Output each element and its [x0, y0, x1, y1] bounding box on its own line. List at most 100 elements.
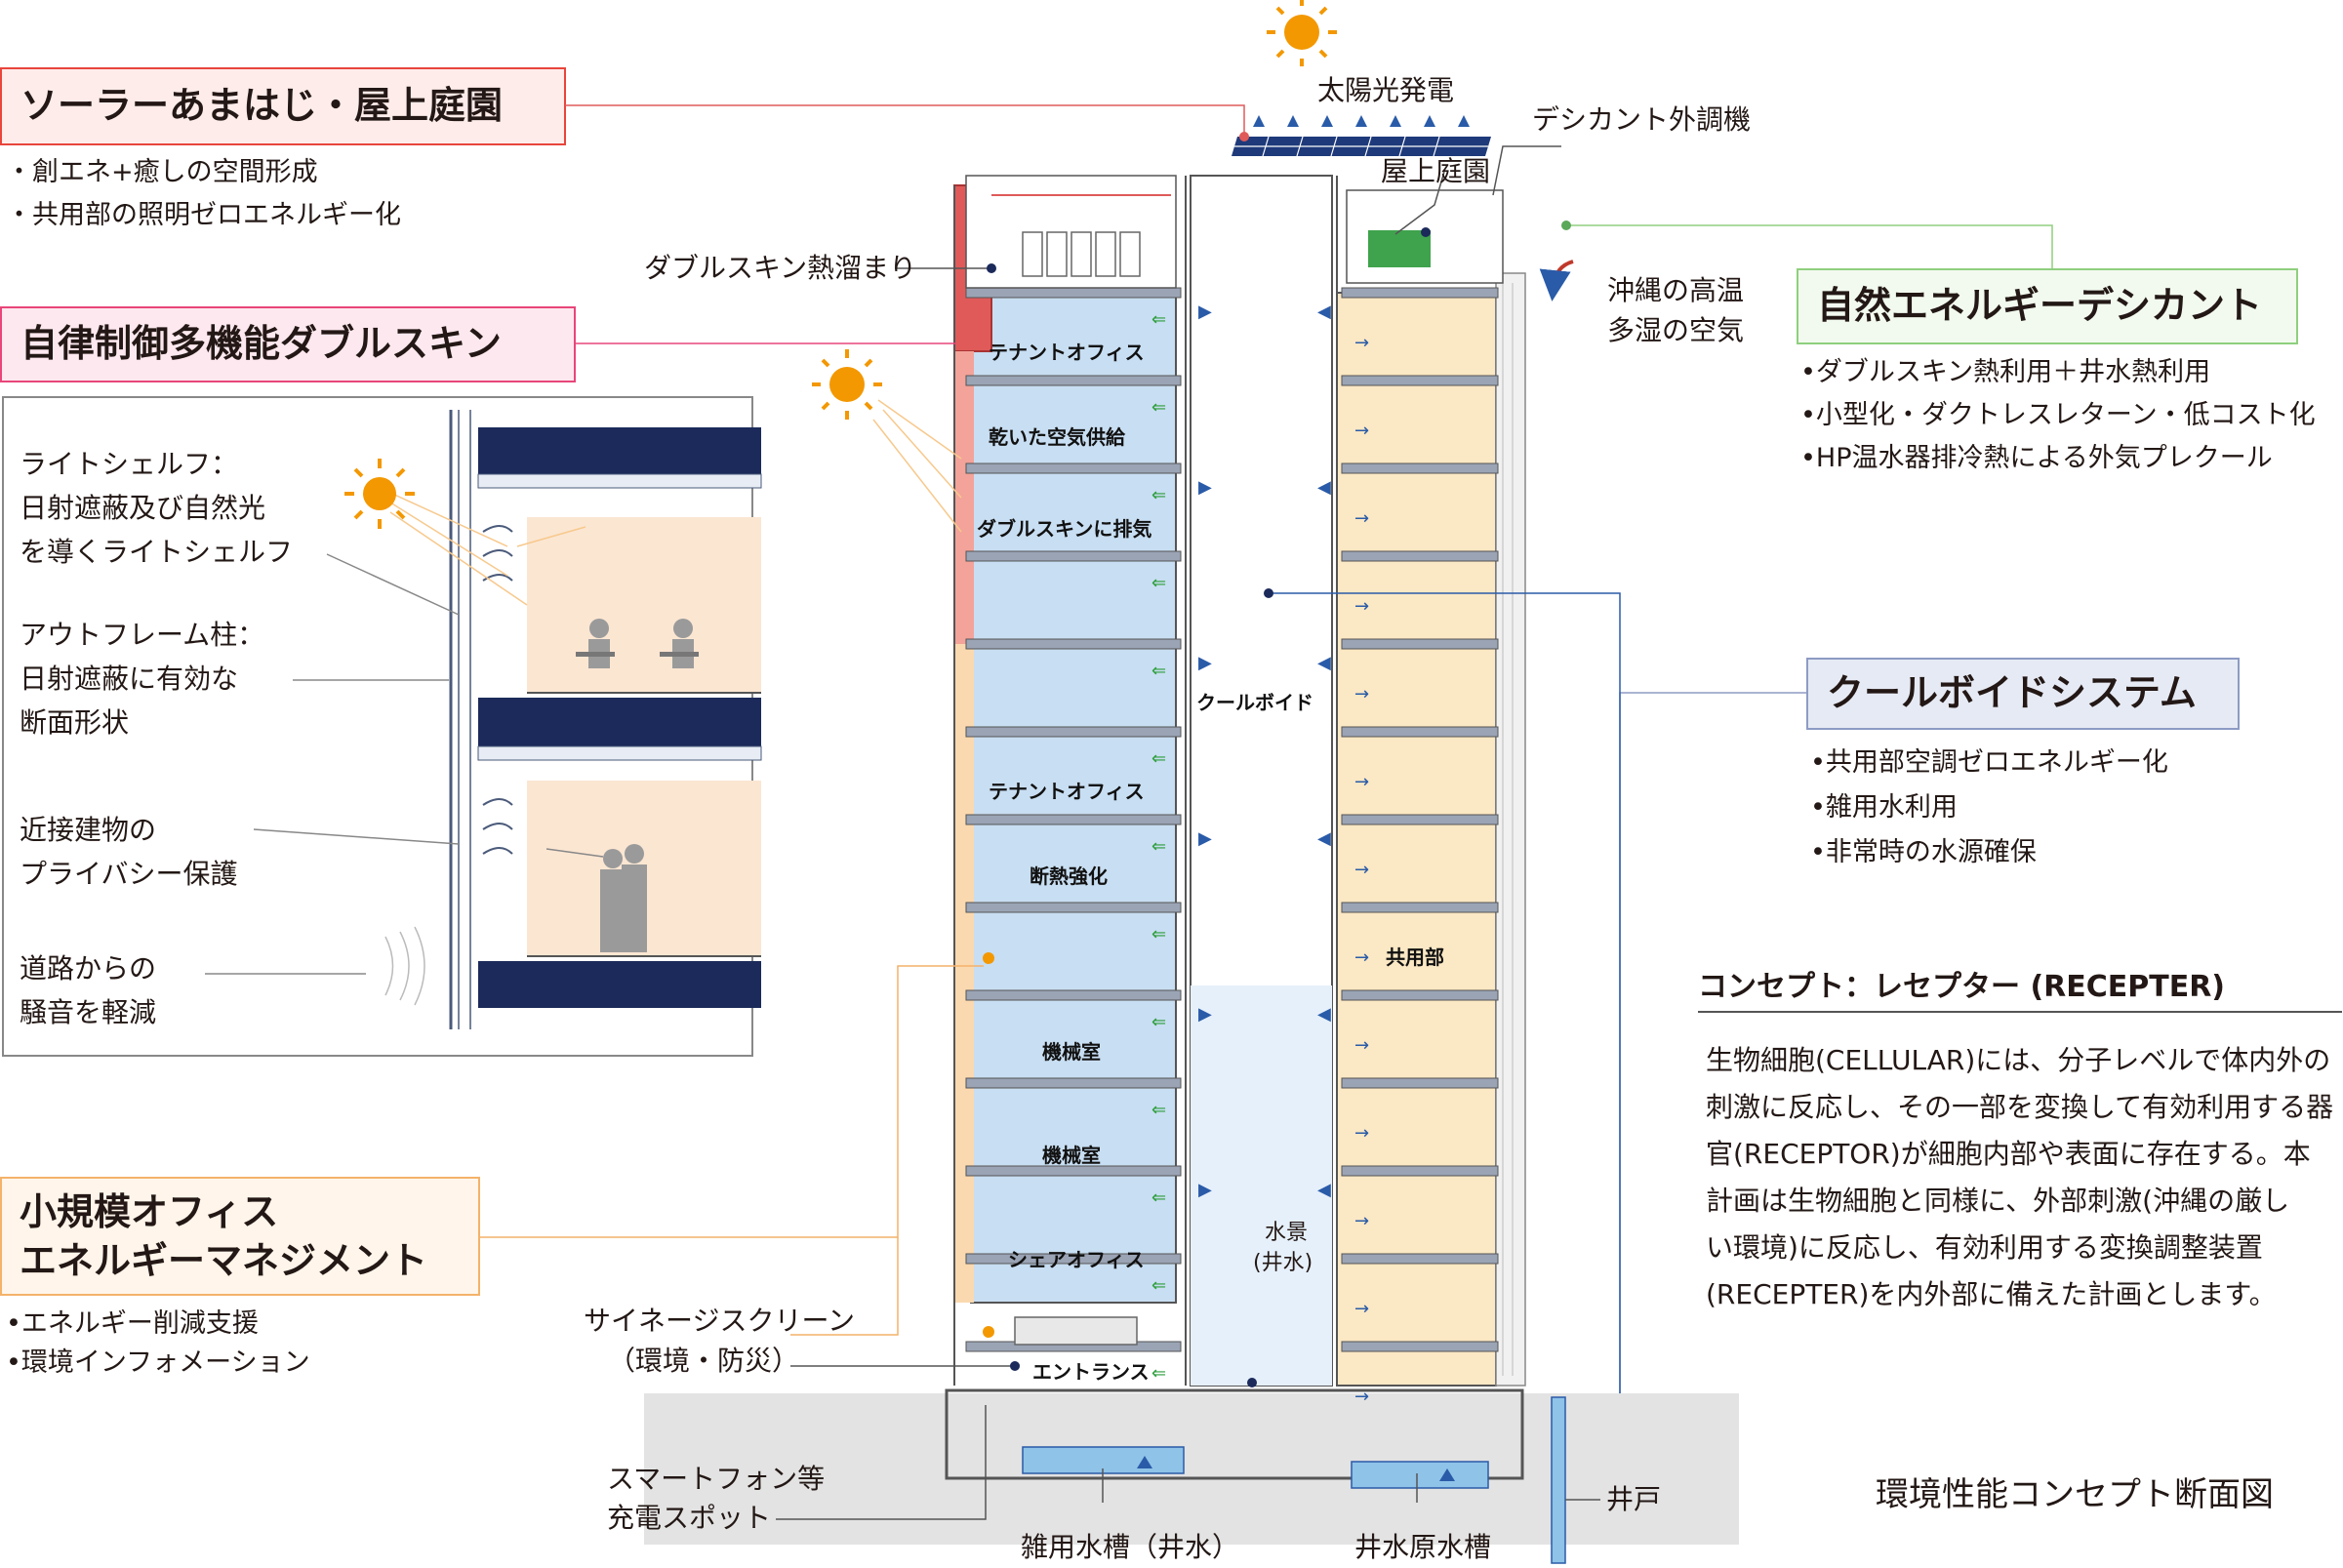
solar-power-label: 太陽光発電: [1317, 74, 1455, 106]
supply-arrow-icon: →: [1354, 1299, 1369, 1319]
well-label: 井戸: [1606, 1483, 1662, 1515]
rooftop-units: [1022, 231, 1141, 277]
supply-arrow-icon: →: [1354, 421, 1369, 441]
return-arrow-icon: ⇐: [1151, 1363, 1166, 1384]
void-arrow-icon: ▶: [1198, 1180, 1212, 1200]
humid-air-label-1: 沖縄の高温: [1607, 274, 1745, 306]
supply-arrow-icon: →: [1354, 860, 1369, 880]
basement: [945, 1388, 1524, 1480]
return-arrow-icon: ⇐: [1151, 1187, 1166, 1208]
floor-slab: [1341, 1077, 1499, 1089]
void-arrow-icon: ▶: [1198, 477, 1212, 498]
return-arrow-icon: ⇐: [1151, 309, 1166, 330]
humid-air-label-2: 多湿の空気: [1607, 314, 1745, 346]
concept-underline: [1698, 1011, 2342, 1013]
east-skin: [1495, 272, 1526, 1387]
heat-gradient: [954, 351, 974, 644]
common-zone: [1336, 292, 1497, 1387]
doubleskin-title: 自律制御多機能ダブルスキン: [20, 322, 502, 366]
roof-garden-label: 屋上庭園: [1381, 155, 1491, 187]
void-arrow-icon: ◀: [1317, 1180, 1331, 1200]
concept-body-5: い環境)に反応し、有効利用する変換調整装置: [1706, 1231, 2263, 1264]
floor-slab: [965, 462, 1182, 474]
floor-slab: [965, 902, 1182, 913]
room-waterscape-2: (井水): [1253, 1251, 1313, 1275]
void-arrow-icon: ▶: [1198, 828, 1212, 849]
supply-arrow-icon: →: [1354, 772, 1369, 792]
office-title-line2: エネルギーマネジメント: [20, 1239, 428, 1282]
airflow-arrows: ⇐→⇐→⇐→⇐→⇐→⇐→⇐→⇐→⇐→⇐→⇐→⇐→⇐→▶◀▶◀▶◀▶◀▶◀▶◀: [1151, 302, 1369, 1407]
floor-slab: [965, 375, 1182, 386]
floor-slab: [965, 989, 1182, 1001]
void-arrow-icon: ◀: [1317, 828, 1331, 849]
figure-caption: 環境性能コンセプト断面図: [1876, 1475, 2274, 1514]
room-waterscape-1: 水景: [1265, 1221, 1309, 1245]
desiccant-bullet-2: •小型化・ダクトレスレターン・低コスト化: [1800, 400, 2316, 430]
floor-slab: [965, 1165, 1182, 1177]
floor-slab: [1341, 1341, 1499, 1352]
sun-icon: [344, 459, 415, 529]
office-bullet-2: •環境インフォメーション: [6, 1347, 310, 1378]
floor-slab: [965, 1253, 1182, 1265]
signage-screen: [1014, 1316, 1138, 1346]
outframe-label-1: アウトフレーム柱：: [20, 619, 265, 651]
office-header-box: [0, 1177, 480, 1296]
floor-slabs: [965, 287, 1499, 1352]
noise-label-2: 騒音を軽減: [20, 996, 157, 1028]
detail-drawing: [205, 410, 762, 1029]
void-arrow-icon: ▶: [1198, 1004, 1212, 1025]
charging-label-1: スマートフォン等: [607, 1463, 826, 1495]
room-dry-air: 乾いた空気供給: [989, 425, 1125, 449]
coolvoid-bullet-3: •非常時の水源確保: [1810, 837, 2037, 867]
coolvoid-bullet-2: •雑用水利用: [1810, 792, 1958, 823]
void-arrow-icon: ◀: [1317, 302, 1331, 322]
signage-label-2: （環境・防災）: [608, 1345, 800, 1377]
noise-label-1: 道路からの: [20, 952, 157, 985]
callout-lines: [479, 104, 2053, 1520]
room-insulation: 断熱強化: [1030, 864, 1108, 888]
supply-arrow-icon: →: [1354, 1211, 1369, 1231]
signage-label-1: サイネージスクリーン: [584, 1305, 856, 1337]
concept-heading: コンセプト：レセプター (RECEPTER): [1698, 970, 2226, 1004]
solar-header-box: [0, 67, 566, 145]
concept-body-3: 官(RECEPTOR)が細胞内部や表面に存在する。本: [1706, 1138, 2311, 1170]
room-entrance: エントランス: [1032, 1360, 1150, 1384]
office-bullet-1: •エネルギー削減支援: [6, 1308, 259, 1339]
floor-slab: [1341, 462, 1499, 474]
supply-arrow-icon: →: [1354, 333, 1369, 353]
void-arrow-icon: ◀: [1317, 477, 1331, 498]
return-arrow-icon: ⇐: [1151, 485, 1166, 505]
floor-slab: [965, 814, 1182, 825]
concept-body-6: (RECEPTER)を内外部に備えた計画とします。: [1706, 1278, 2277, 1310]
floor-slab: [965, 550, 1182, 562]
desiccant-unit-label: デシカント外調機: [1532, 103, 1752, 136]
floor-slab: [1341, 902, 1499, 913]
floor-slab: [965, 638, 1182, 650]
void-arrow-icon: ▶: [1198, 653, 1212, 673]
solar-title: ソーラーあまはじ・屋上庭園: [20, 84, 504, 128]
solar-bullet-2: ・共用部の照明ゼロエネルギー化: [6, 200, 401, 230]
floor-slab: [1341, 814, 1499, 825]
room-machine-2: 機械室: [1042, 1144, 1101, 1167]
desiccant-unit: [1368, 230, 1431, 267]
floor-slab: [1341, 287, 1499, 299]
well-water-tank: [1351, 1461, 1489, 1489]
solar-bullet-1: ・創エネ+癒しの空間形成: [6, 157, 318, 187]
return-arrow-icon: ⇐: [1151, 836, 1166, 857]
concept-body-1: 生物細胞(CELLULAR)には、分子レベルで体内外の: [1706, 1044, 2331, 1076]
well-pipe: [1551, 1396, 1566, 1564]
return-arrow-icon: ⇐: [1151, 1275, 1166, 1296]
floor-slab: [965, 1077, 1182, 1089]
room-tenant-office-2: テナントオフィス: [989, 780, 1145, 803]
floor-slab: [1341, 1253, 1499, 1265]
coolvoid-title: クールボイドシステム: [1827, 671, 2197, 715]
return-arrow-icon: ⇐: [1151, 924, 1166, 945]
waterscape-zone: [1191, 985, 1332, 1386]
room-exhaust: ダブルスキンに排気: [977, 517, 1152, 541]
outframe-label-2: 日射遮蔽に有効な: [20, 663, 239, 695]
desiccant-title: 自然エネルギーデシカント: [1817, 284, 2263, 328]
charging-label-2: 充電スポット: [607, 1502, 772, 1534]
return-arrow-icon: ⇐: [1151, 573, 1166, 593]
return-arrow-icon: ⇐: [1151, 1012, 1166, 1032]
lightshelf-label-1: ライトシェルフ：: [20, 448, 239, 480]
